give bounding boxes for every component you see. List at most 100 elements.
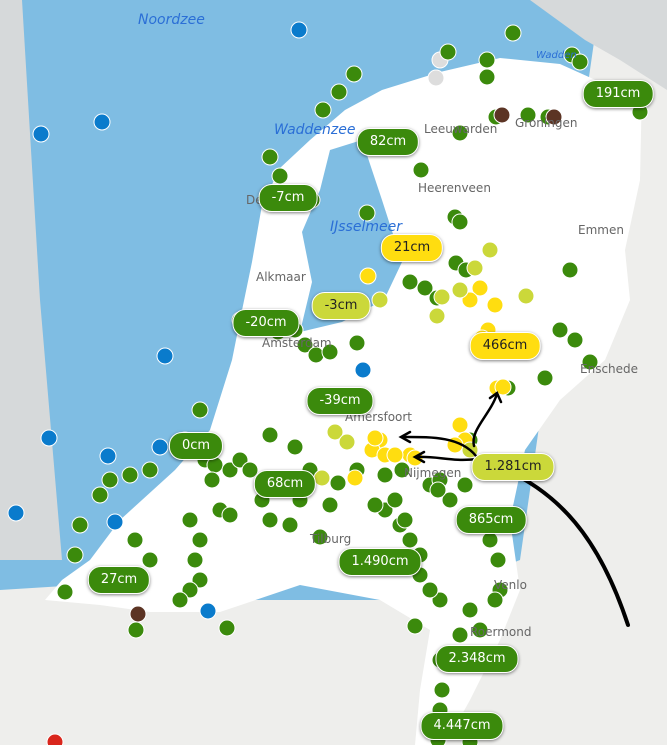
water-level-label[interactable]: 68cm (253, 470, 317, 498)
station-marker[interactable] (433, 288, 451, 306)
station-marker[interactable] (427, 69, 445, 87)
station-marker[interactable] (401, 531, 419, 549)
station-marker[interactable] (416, 279, 434, 297)
station-marker[interactable] (126, 531, 144, 549)
station-marker[interactable] (396, 511, 414, 529)
station-marker[interactable] (127, 621, 145, 639)
station-marker[interactable] (93, 113, 111, 131)
station-marker[interactable] (199, 602, 217, 620)
station-marker[interactable] (106, 513, 124, 531)
station-marker[interactable] (551, 321, 569, 339)
station-marker[interactable] (456, 476, 474, 494)
water-level-label[interactable]: 27cm (87, 566, 151, 594)
station-marker[interactable] (181, 511, 199, 529)
station-marker[interactable] (156, 347, 174, 365)
station-marker[interactable] (386, 446, 404, 464)
water-level-label[interactable]: -39cm (306, 387, 374, 415)
station-marker[interactable] (461, 601, 479, 619)
station-marker[interactable] (451, 416, 469, 434)
station-marker[interactable] (290, 21, 308, 39)
station-marker[interactable] (32, 125, 50, 143)
station-marker[interactable] (326, 423, 344, 441)
station-marker[interactable] (545, 108, 563, 126)
station-marker[interactable] (451, 626, 469, 644)
water-level-label[interactable]: -20cm (232, 309, 300, 337)
station-marker[interactable] (354, 361, 372, 379)
water-level-label[interactable]: -7cm (258, 184, 318, 212)
station-marker[interactable] (191, 531, 209, 549)
station-marker[interactable] (478, 51, 496, 69)
station-marker[interactable] (493, 106, 511, 124)
water-level-label[interactable]: 865cm (455, 506, 527, 534)
station-marker[interactable] (451, 124, 469, 142)
station-marker[interactable] (489, 551, 507, 569)
station-marker[interactable] (471, 279, 489, 297)
station-marker[interactable] (141, 461, 159, 479)
station-marker[interactable] (433, 681, 451, 699)
station-marker[interactable] (40, 429, 58, 447)
station-marker[interactable] (504, 24, 522, 42)
station-marker[interactable] (566, 331, 584, 349)
station-marker[interactable] (141, 551, 159, 569)
station-marker[interactable] (99, 447, 117, 465)
water-level-label[interactable]: 191cm (582, 80, 654, 108)
station-marker[interactable] (271, 167, 289, 185)
station-marker[interactable] (439, 43, 457, 61)
station-marker[interactable] (466, 259, 484, 277)
station-marker[interactable] (358, 204, 376, 222)
water-level-label[interactable]: 2.348cm (435, 645, 519, 673)
station-marker[interactable] (451, 281, 469, 299)
station-marker[interactable] (348, 334, 366, 352)
station-marker[interactable] (91, 486, 109, 504)
water-level-label[interactable]: 1.281cm (471, 453, 555, 481)
station-marker[interactable] (346, 469, 364, 487)
station-marker[interactable] (191, 401, 209, 419)
station-marker[interactable] (366, 496, 384, 514)
station-marker[interactable] (71, 516, 89, 534)
station-marker[interactable] (314, 101, 332, 119)
station-marker[interactable] (56, 583, 74, 601)
station-marker[interactable] (66, 546, 84, 564)
water-level-label[interactable]: 0cm (168, 432, 224, 460)
station-marker[interactable] (536, 369, 554, 387)
station-marker[interactable] (329, 474, 347, 492)
station-marker[interactable] (406, 617, 424, 635)
station-marker[interactable] (286, 438, 304, 456)
station-marker[interactable] (203, 471, 221, 489)
station-marker[interactable] (581, 353, 599, 371)
station-marker[interactable] (471, 621, 489, 639)
station-marker[interactable] (486, 296, 504, 314)
station-marker[interactable] (486, 591, 504, 609)
station-marker[interactable] (517, 287, 535, 305)
station-marker[interactable] (478, 68, 496, 86)
station-marker[interactable] (330, 83, 348, 101)
water-level-label[interactable]: -3cm (311, 292, 371, 320)
station-marker[interactable] (261, 426, 279, 444)
station-marker[interactable] (296, 336, 314, 354)
station-marker[interactable] (441, 491, 459, 509)
station-marker[interactable] (376, 466, 394, 484)
station-marker[interactable] (313, 469, 331, 487)
station-marker[interactable] (412, 161, 430, 179)
station-marker[interactable] (451, 213, 469, 231)
water-level-label[interactable]: 4.447cm (420, 712, 504, 740)
water-level-label[interactable]: 466cm (469, 332, 541, 360)
station-marker[interactable] (151, 438, 169, 456)
water-level-label[interactable]: 82cm (356, 128, 420, 156)
station-marker[interactable] (494, 378, 512, 396)
station-marker[interactable] (311, 528, 329, 546)
station-marker[interactable] (345, 65, 363, 83)
station-marker[interactable] (421, 581, 439, 599)
station-marker[interactable] (129, 605, 147, 623)
water-level-label[interactable]: 1.490cm (338, 548, 422, 576)
station-marker[interactable] (261, 148, 279, 166)
station-marker[interactable] (321, 343, 339, 361)
station-marker[interactable] (218, 619, 236, 637)
station-marker[interactable] (7, 504, 25, 522)
station-marker[interactable] (101, 471, 119, 489)
station-marker[interactable] (386, 491, 404, 509)
station-marker[interactable] (186, 551, 204, 569)
station-marker[interactable] (481, 531, 499, 549)
station-marker[interactable] (481, 241, 499, 259)
